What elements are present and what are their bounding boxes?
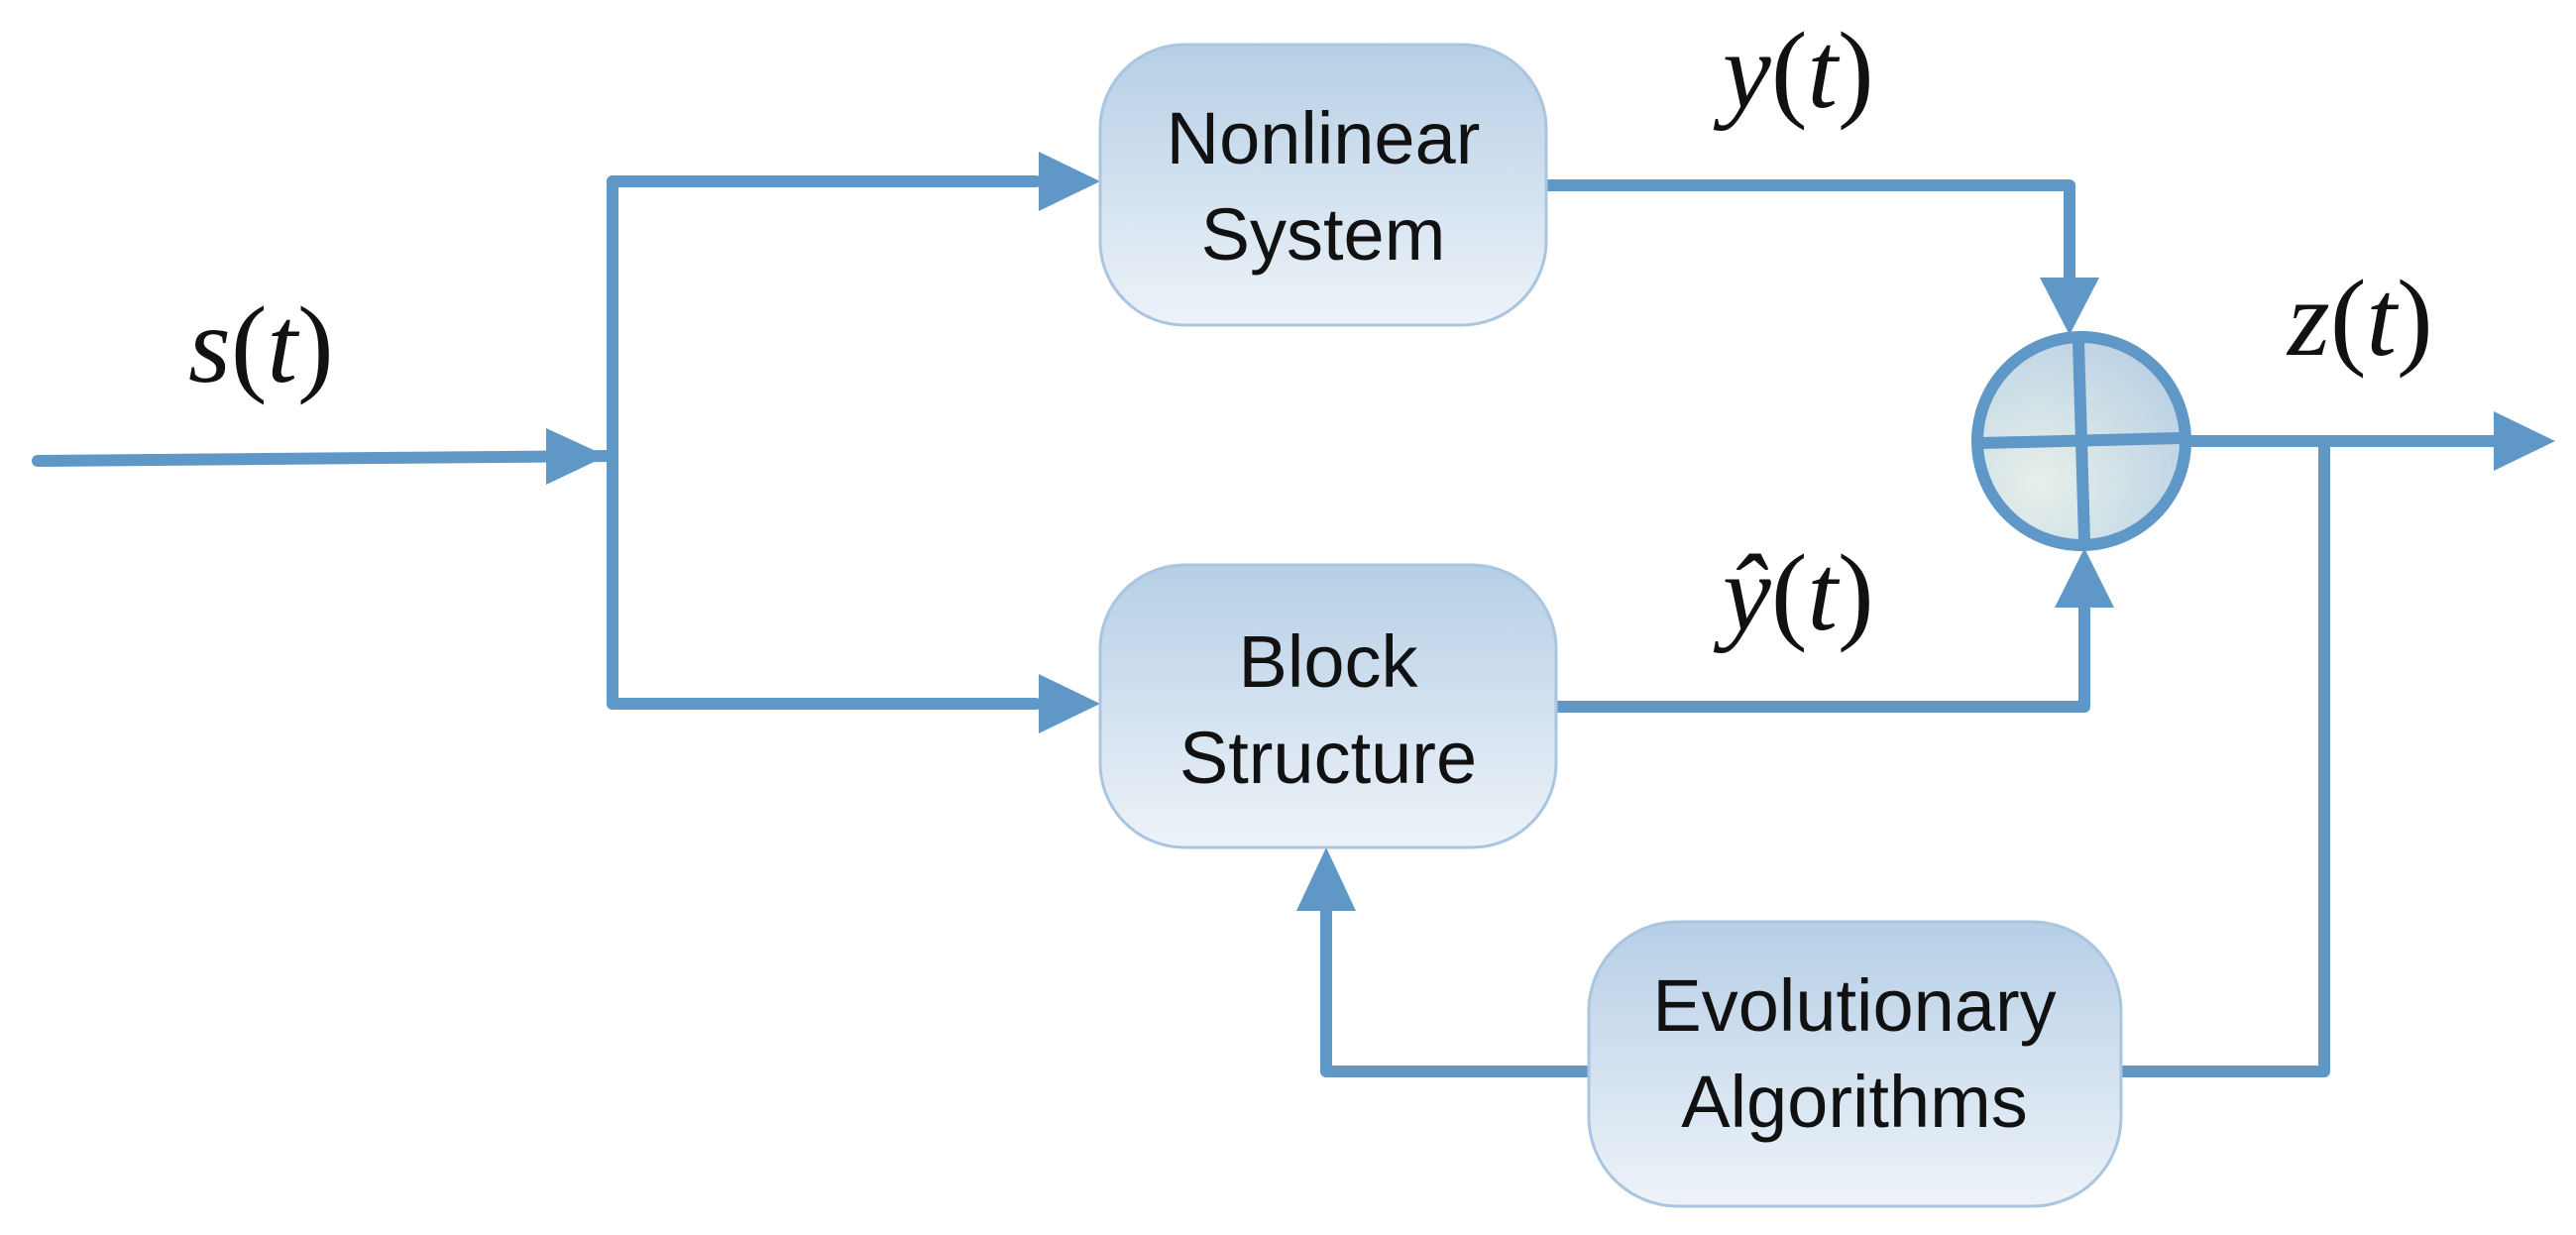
yhat-output-wire: [1550, 601, 2090, 713]
ea-output-arrowhead: [1296, 847, 1356, 911]
evolutionary-algorithms-label-line2: Algorithms: [1681, 1061, 2028, 1143]
plant-output-signal-label: y(t): [1713, 10, 1874, 131]
block-block-structure: Block Structure: [1098, 563, 1558, 849]
input-arrowhead: [546, 428, 607, 485]
summer-top-arrowhead: [2040, 278, 2099, 335]
nonlinear-input-arrowhead: [1039, 152, 1100, 211]
block-structure-label-line2: Structure: [1179, 717, 1477, 799]
y-output-wire: [1540, 179, 2075, 288]
feedback-wire: [2115, 435, 2330, 1077]
output-arrowhead: [2494, 411, 2555, 471]
connection-wires: [32, 175, 2512, 1077]
block-structure-label-line1: Block: [1239, 620, 1419, 703]
block-input-arrowhead: [1039, 674, 1100, 733]
nonlinear-system-label-line2: System: [1201, 193, 1446, 276]
input-wire: [32, 450, 618, 467]
error-signal-label: z(t): [2286, 258, 2433, 379]
nonlinear-system-label-line1: Nonlinear: [1167, 97, 1481, 179]
ea-to-block-wire: [1320, 901, 1595, 1077]
evolutionary-algorithms-label-line1: Evolutionary: [1652, 964, 2056, 1047]
input-signal-label: s(t): [188, 284, 334, 405]
block-evolutionary-algorithms: Evolutionary Algorithms: [1587, 920, 2123, 1208]
summer-bottom-arrowhead: [2055, 548, 2114, 608]
arrowheads: [546, 152, 2555, 911]
model-output-signal-label: ŷ(t): [1713, 532, 1874, 653]
circle-plus-icon: [1971, 331, 2191, 551]
block-nonlinear-system: Nonlinear System: [1098, 43, 1548, 327]
